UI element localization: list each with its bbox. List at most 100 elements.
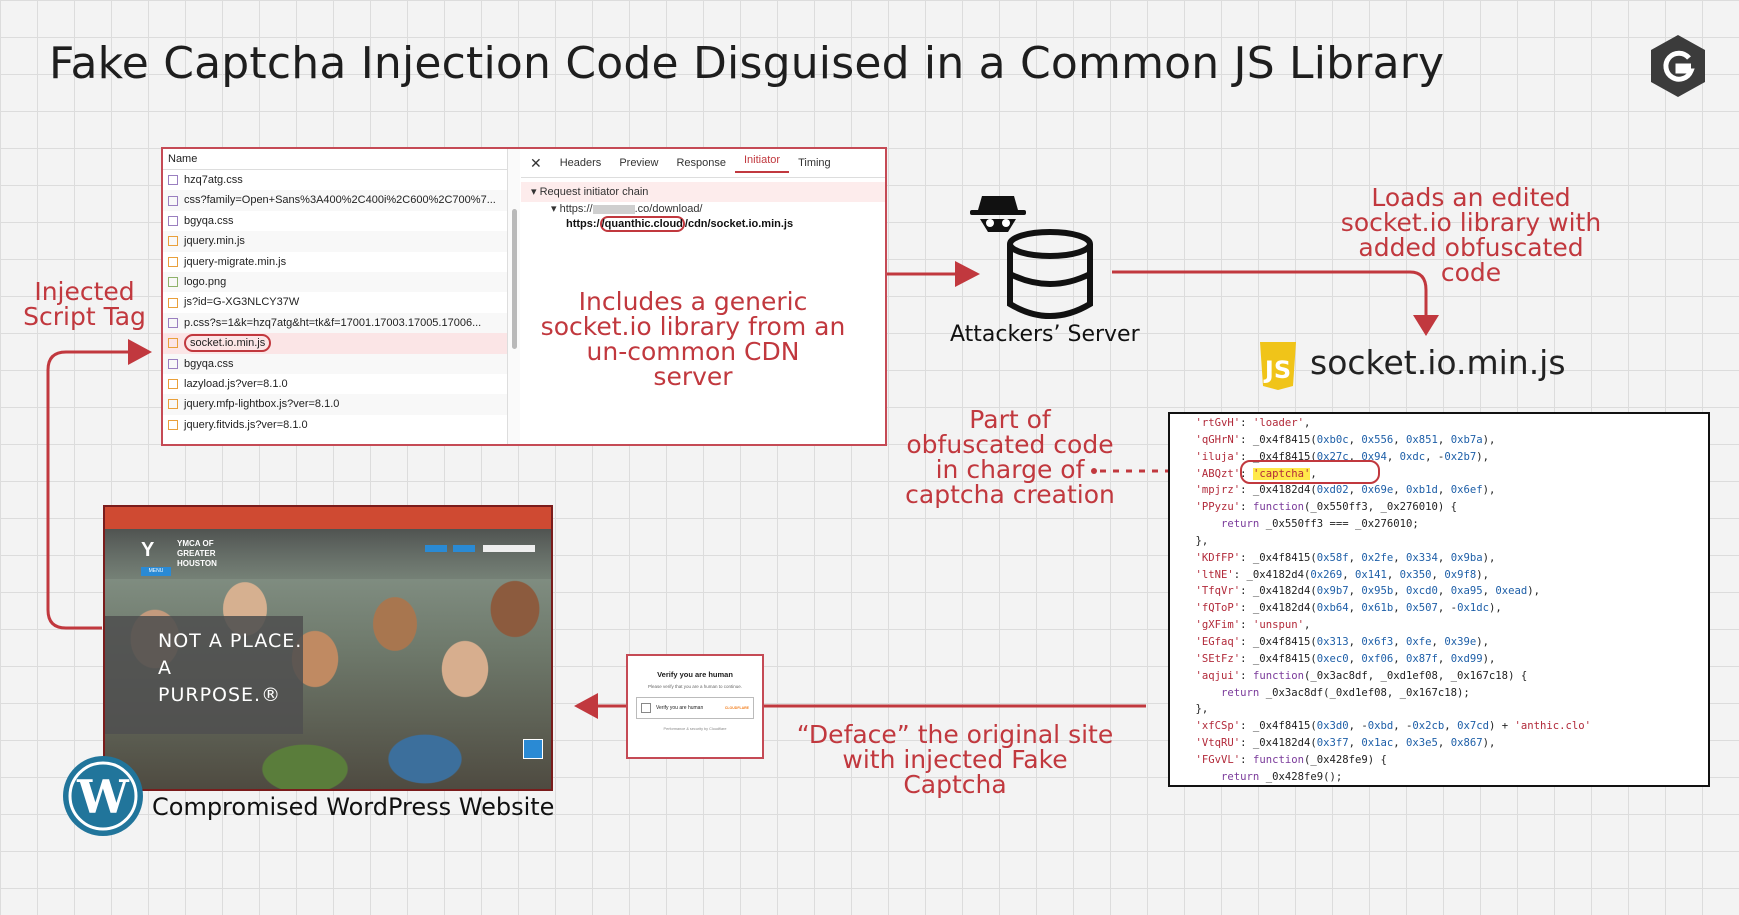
language-select[interactable]: [483, 545, 535, 552]
request-name: logo.png: [184, 275, 227, 288]
code-line: 'aqjui': function(_0x3ac8df, _0xd1ef08, …: [1195, 669, 1528, 682]
request-row[interactable]: logo.png: [163, 271, 507, 293]
css-file-icon: [168, 175, 178, 186]
request-name: hzq7atg.css: [184, 174, 243, 186]
request-name: jquery-migrate.min.js: [184, 255, 287, 268]
g-shield-logo-icon: [1651, 35, 1705, 97]
request-name: jquery.fitvids.js?ver=8.1.0: [184, 418, 308, 431]
request-row[interactable]: bgyqa.css: [163, 353, 507, 374]
request-row[interactable]: jquery.mfp-lightbox.js?ver=8.1.0: [163, 394, 507, 415]
css-file-icon: [168, 358, 178, 369]
request-name: bgyqa.css: [184, 214, 234, 227]
hacker-icon: [970, 196, 1026, 232]
tab-headers[interactable]: Headers: [559, 157, 602, 169]
request-row[interactable]: css?family=Open+Sans%3A400%2C400i%2C600%…: [163, 190, 507, 211]
request-name: socket.io.min.js: [184, 334, 272, 353]
close-icon[interactable]: ✕: [530, 154, 542, 171]
details-tabs: ✕ Headers Preview Response Initiator Tim…: [521, 149, 885, 178]
code-line: },: [1170, 534, 1209, 547]
js-file-icon: [168, 236, 178, 247]
code-line: 'gXFim': 'unspun',: [1195, 619, 1311, 632]
tab-response[interactable]: Response: [676, 157, 726, 169]
captcha-footer: Performance & security by Cloudflare: [663, 727, 727, 731]
code-line: 'SEtFz': _0x4f8415(0xec0, 0xf06, 0x87f, …: [1195, 652, 1496, 665]
code-line: },: [1170, 703, 1209, 716]
js-file-icon: [168, 379, 178, 390]
code-line: 'mpjrz': _0x4182d4(0xd02, 0x69e, 0xb1d, …: [1195, 484, 1496, 497]
request-row[interactable]: jquery.min.js: [163, 231, 507, 252]
devtools-network-panel: Name hzq7atg.css css?family=Open+Sans%3A4…: [161, 147, 887, 446]
request-row-selected[interactable]: socket.io.min.js: [163, 333, 507, 354]
request-name: js?id=G-XG3NLCY37W: [184, 296, 300, 309]
svg-text:JS: JS: [1263, 356, 1291, 384]
website-screenshot: Y YMCA OF GREATER HOUSTON MENU NOT A PLA…: [103, 505, 553, 791]
deface-label: “Deface” the original site with injected…: [796, 720, 1114, 799]
initiator-url-2[interactable]: https://quanthic.cloud/cdn/socket.io.min…: [566, 216, 794, 232]
tab-timing[interactable]: Timing: [798, 157, 831, 169]
request-row[interactable]: lazyload.js?ver=8.1.0: [163, 374, 507, 394]
code-line: 'fQToP': _0x4182d4(0xb64, 0x61b, 0x507, …: [1195, 602, 1502, 615]
tab-preview[interactable]: Preview: [619, 157, 659, 169]
request-name: lazyload.js?ver=8.1.0: [184, 377, 288, 390]
site-navbar: Y YMCA OF GREATER HOUSTON MENU: [105, 529, 551, 579]
code-line: 'xfCSp': _0x4f8415(0x3d0, -0xbd, -0x2cb,…: [1195, 720, 1592, 733]
css-file-icon: [168, 317, 178, 328]
arrow-website-to-script: [46, 350, 130, 630]
css-file-icon: [168, 215, 178, 226]
request-name: p.css?s=1&k=hzq7atg&ht=tk&f=17001.17003.…: [184, 316, 482, 329]
request-row[interactable]: bgyqa.css: [163, 211, 507, 231]
js-file-icon: [168, 419, 178, 430]
js-file-icon: [168, 399, 178, 410]
code-line: return _0x428fe9();: [1221, 770, 1343, 783]
request-row[interactable]: jquery.fitvids.js?ver=8.1.0: [163, 415, 507, 435]
tab-initiator[interactable]: Initiator: [734, 154, 790, 173]
site-top-bar: [105, 507, 551, 529]
request-list: Name hzq7atg.css css?family=Open+Sans%3A4…: [163, 149, 508, 444]
request-name: css?family=Open+Sans%3A400%2C400i%2C600%…: [184, 194, 496, 207]
obfuscated-code-panel: 'rtGvH': 'loader', 'qGHrN': _0x4f8415(0x…: [1168, 412, 1710, 787]
css-file-icon: [168, 195, 178, 206]
initiator-url-1[interactable]: ▾ https://.co/download/: [551, 203, 703, 215]
wordpress-label: Compromised WordPress Website: [152, 793, 555, 821]
code-line: 'iluja': _0x4f8415(0x27c, 0x94, 0xdc, -0…: [1195, 450, 1489, 463]
code-line: 'PPyzu': function(_0x550ff3, _0x276010) …: [1195, 501, 1458, 514]
code-line: 'rtGvH': 'loader',: [1195, 417, 1311, 429]
img-file-icon: [168, 277, 178, 288]
captcha-widget[interactable]: Verify you are human CLOUDFLARE: [636, 697, 754, 719]
initiator-chain-header[interactable]: ▾ Request initiator chain: [521, 182, 885, 202]
code-line: 'KDfFP': _0x4f8415(0x58f, 0x2fe, 0x334, …: [1195, 551, 1496, 564]
request-name: bgyqa.css: [184, 357, 234, 370]
loads-library-label: Loads an edited socket.io library with a…: [1340, 183, 1602, 287]
code-line: return _0x550ff3 === _0x276010;: [1221, 518, 1419, 531]
nav-pill-button[interactable]: [425, 545, 447, 552]
triangle-down-icon: ▾: [551, 203, 560, 215]
request-row[interactable]: jquery-migrate.min.js: [163, 252, 507, 272]
captcha-highlight-ring: [1240, 460, 1380, 484]
request-name: jquery.mfp-lightbox.js?ver=8.1.0: [184, 398, 340, 411]
socket-io-filename: socket.io.min.js: [1310, 343, 1566, 382]
menu-button[interactable]: MENU: [141, 567, 171, 576]
js-file-icon: [168, 338, 178, 349]
scrollbar-thumb[interactable]: [512, 209, 517, 349]
captcha-code-label: Part of obfuscated code in charge of cap…: [905, 405, 1115, 509]
code-line: 'ABQzt': 'captcha',: [1195, 467, 1317, 480]
captcha-heading: Verify you are human: [657, 670, 733, 679]
request-name: jquery.min.js: [184, 235, 245, 248]
request-row[interactable]: js?id=G-XG3NLCY37W: [163, 292, 507, 312]
nav-pill-button[interactable]: [453, 545, 475, 552]
page-title: Fake Captcha Injection Code Disguised in…: [49, 38, 1445, 89]
chat-widget-icon[interactable]: [523, 739, 543, 759]
svg-text:W: W: [76, 770, 130, 824]
triangle-down-icon: ▾: [531, 186, 540, 198]
malicious-domain: /quanthic.cloud: [599, 216, 685, 232]
request-row[interactable]: p.css?s=1&k=hzq7atg&ht=tk&f=17001.17003.…: [163, 312, 507, 334]
includes-cdn-label: Includes a generic socket.io library fro…: [540, 287, 846, 391]
captcha-checkbox-label: Verify you are human: [656, 705, 704, 711]
code-line: 'TfqVr': _0x4182d4(0x9b7, 0x95b, 0xcd0, …: [1195, 585, 1540, 598]
code-line: 'VtqRU': _0x4182d4(0x3f7, 0x1ac, 0x3e5, …: [1195, 737, 1496, 750]
fake-captcha-dialog: Verify you are human Please verify that …: [626, 654, 764, 759]
request-row[interactable]: hzq7atg.css: [163, 170, 507, 190]
captcha-checkbox[interactable]: [641, 703, 651, 713]
org-name: YMCA OF GREATER HOUSTON: [177, 539, 217, 568]
name-column-header[interactable]: Name: [163, 149, 507, 170]
